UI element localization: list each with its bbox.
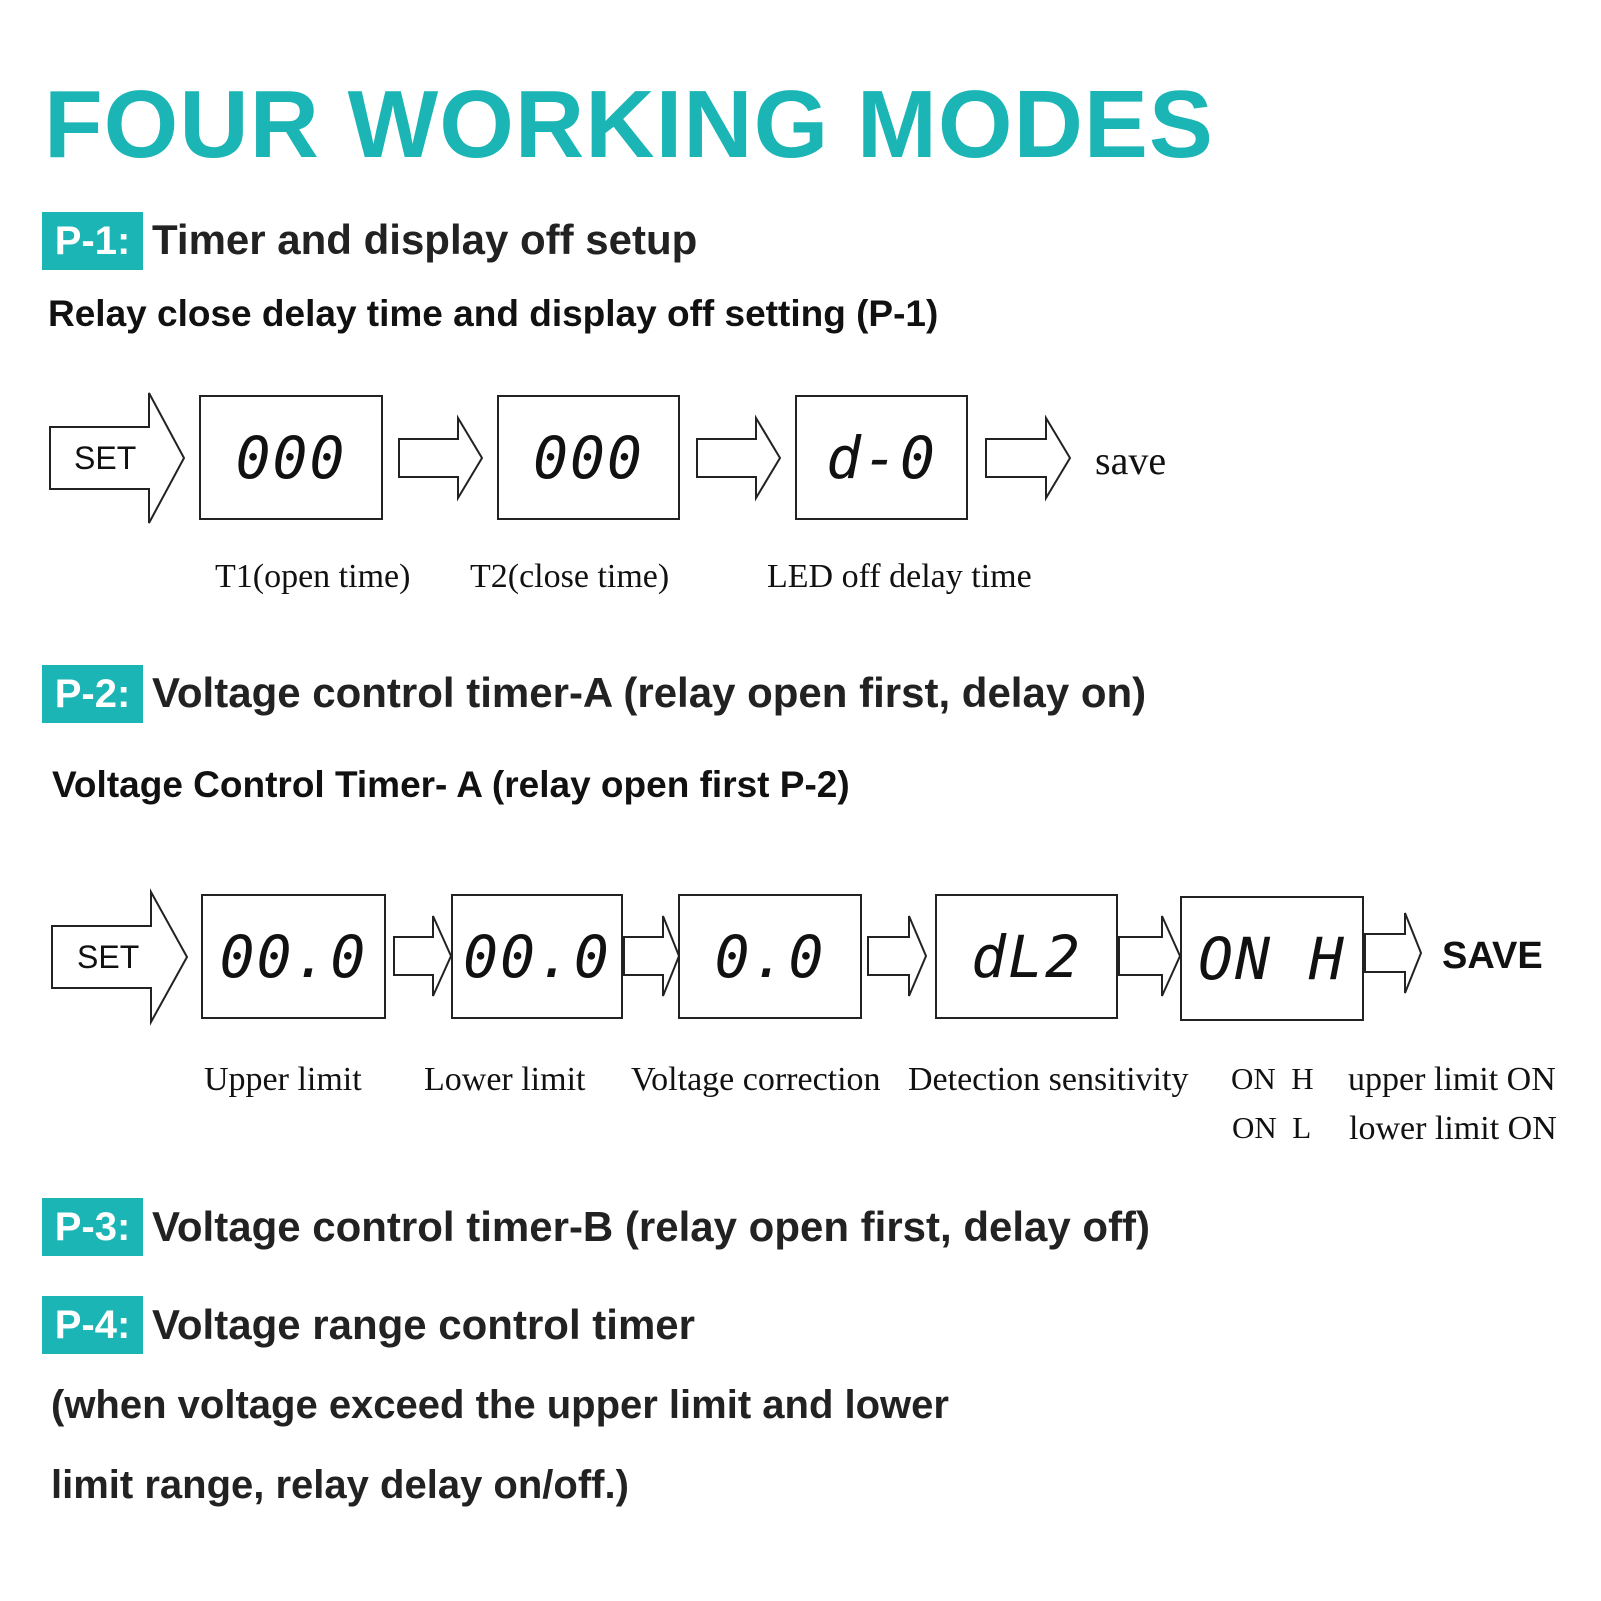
label-upper-limit: Upper limit — [204, 1061, 362, 1098]
display-value: 0.0 — [714, 922, 826, 991]
page-title: FOUR WORKING MODES — [44, 71, 1214, 178]
p4-badge: P-4: — [42, 1296, 143, 1354]
label-led: LED off delay time — [767, 558, 1032, 595]
arrow-right-icon — [696, 414, 782, 502]
arrow-right-icon — [867, 915, 928, 997]
on-mode-display: ON H — [1180, 896, 1364, 1021]
display-value: ON H — [1198, 924, 1346, 993]
p4-description-line: limit range, relay delay on/off.) — [51, 1463, 629, 1507]
label-voltage-correction: Voltage correction — [631, 1061, 881, 1098]
label-t1: T1(open time) — [215, 558, 411, 595]
display-value: 00.0 — [219, 922, 368, 991]
p4-description-line: (when voltage exceed the upper limit and… — [51, 1383, 949, 1427]
arrow-right-icon — [393, 915, 453, 997]
lower-limit-display: 00.0 — [451, 894, 623, 1019]
p1-badge: P-1: — [42, 212, 143, 270]
arrow-right-icon — [985, 414, 1072, 502]
display-value: dL2 — [971, 922, 1082, 991]
led-display: d-0 — [795, 395, 968, 520]
display-value: 000 — [235, 423, 347, 492]
label-lower-limit: Lower limit — [424, 1061, 586, 1098]
sensitivity-display: dL2 — [935, 894, 1118, 1019]
label-detection-sensitivity: Detection sensitivity — [908, 1061, 1189, 1098]
display-value: d-0 — [826, 423, 937, 492]
save-label: save — [1095, 438, 1167, 483]
legend-meaning: upper limit ON — [1348, 1061, 1556, 1098]
display-value: 000 — [533, 423, 644, 492]
p2-subheading: Voltage Control Timer- A (relay open fir… — [52, 764, 850, 805]
set-arrow-icon — [49, 392, 186, 524]
arrow-right-icon — [1364, 912, 1423, 994]
t1-display: 000 — [199, 395, 383, 520]
legend-meaning: lower limit ON — [1349, 1110, 1557, 1147]
voltage-correction-display: 0.0 — [678, 894, 862, 1019]
legend-code: ON L — [1232, 1110, 1312, 1145]
p1-subheading: Relay close delay time and display off s… — [48, 293, 939, 334]
set-label: SET — [77, 939, 140, 975]
save-label: SAVE — [1442, 935, 1543, 977]
p4-heading: Voltage range control timer — [152, 1301, 695, 1348]
p3-badge: P-3: — [42, 1198, 143, 1256]
set-arrow-icon — [51, 888, 189, 1026]
p1-heading: Timer and display off setup — [152, 216, 698, 263]
legend-code: ON H — [1231, 1061, 1314, 1096]
set-label: SET — [74, 440, 137, 476]
t2-display: 000 — [497, 395, 680, 520]
p3-heading: Voltage control timer-B (relay open firs… — [152, 1203, 1151, 1250]
p2-badge: P-2: — [42, 665, 143, 723]
arrow-right-icon — [398, 414, 484, 502]
p2-heading: Voltage control timer-A (relay open firs… — [152, 669, 1147, 716]
upper-limit-display: 00.0 — [201, 894, 386, 1019]
label-t2: T2(close time) — [470, 558, 670, 595]
display-value: 00.0 — [463, 922, 611, 991]
arrow-right-icon — [1118, 915, 1182, 997]
arrow-right-icon — [623, 915, 681, 997]
